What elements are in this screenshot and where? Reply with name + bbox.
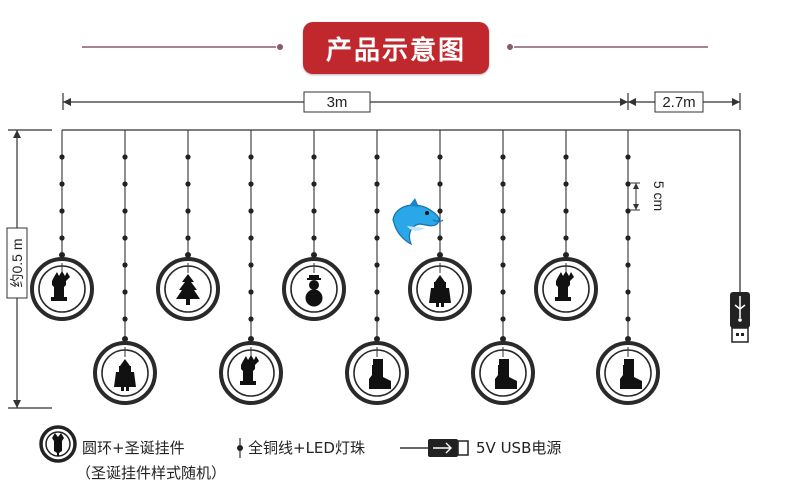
led-bead: [311, 208, 317, 214]
santa-icon: [429, 275, 451, 307]
legend-bead-icon: [237, 438, 243, 458]
led-bead: [122, 235, 128, 241]
pendant-strand: [282, 130, 346, 321]
christmas-boot-icon: [620, 359, 642, 389]
led-bead: [625, 316, 631, 322]
led-bead: [59, 181, 65, 187]
led-bead: [563, 208, 569, 214]
led-bead: [437, 235, 443, 241]
legend-ring-note: （圣诞挂件样式随机）: [76, 464, 227, 482]
led-bead: [500, 316, 506, 322]
led-bead: [248, 208, 254, 214]
led-bead: [374, 316, 380, 322]
lead-label-box: [654, 91, 704, 113]
pendant-strand: [408, 130, 472, 321]
reindeer-icon: [555, 271, 574, 301]
led-bead: [122, 262, 128, 268]
led-bead: [59, 235, 65, 241]
lead-label: 2.7m: [662, 94, 695, 111]
led-bead: [122, 181, 128, 187]
led-bead: [500, 181, 506, 187]
led-bead: [437, 208, 443, 214]
pendant-strand: [93, 130, 157, 405]
led-bead: [59, 208, 65, 214]
pendant-strand: [596, 130, 660, 405]
legend-usb-label: 5V USB电源: [476, 439, 562, 457]
legend-ring-icon: [39, 425, 77, 463]
led-bead: [122, 208, 128, 214]
page-title: 产品示意图: [303, 22, 489, 74]
led-bead: [437, 154, 443, 160]
led-bead: [437, 181, 443, 187]
legend-usb-icon: [400, 439, 469, 457]
led-bead: [122, 316, 128, 322]
legend-bead-label: 全铜线+LED灯珠: [248, 439, 365, 457]
led-bead: [500, 262, 506, 268]
led-bead: [374, 181, 380, 187]
led-bead: [374, 208, 380, 214]
led-bead: [122, 154, 128, 160]
christmas-boot-icon: [495, 359, 517, 389]
reindeer-icon: [240, 355, 259, 385]
led-bead: [311, 181, 317, 187]
led-bead: [374, 154, 380, 160]
led-bead: [248, 235, 254, 241]
title-divider-left-dot: [277, 44, 283, 50]
led-bead: [59, 154, 65, 160]
led-bead: [311, 235, 317, 241]
led-bead: [248, 289, 254, 295]
width-label-box: [303, 91, 371, 113]
christmas-tree-icon: [176, 274, 200, 305]
led-bead: [625, 262, 631, 268]
led-bead: [563, 154, 569, 160]
pendant-strands: [30, 130, 660, 405]
pendant-strand: [471, 130, 535, 405]
led-bead: [185, 181, 191, 187]
led-bead: [248, 181, 254, 187]
height-label: 约0.5 m: [9, 238, 25, 287]
title-divider-right-dot: [507, 44, 513, 50]
led-bead: [374, 289, 380, 295]
led-bead: [185, 208, 191, 214]
led-bead: [625, 289, 631, 295]
pendant-strand: [219, 130, 283, 405]
led-bead: [625, 235, 631, 241]
led-bead: [500, 208, 506, 214]
led-bead: [563, 181, 569, 187]
led-bead: [500, 289, 506, 295]
spacing-dimension: [628, 182, 640, 211]
reindeer-icon: [51, 271, 70, 301]
led-bead: [500, 154, 506, 160]
dolphin-icon: [392, 198, 444, 246]
width-label: 3m: [327, 94, 348, 111]
led-bead: [563, 235, 569, 241]
height-label-box: [6, 227, 28, 299]
pendant-strand: [30, 130, 94, 321]
led-bead: [248, 262, 254, 268]
spacing-label: 5 cm: [651, 181, 667, 211]
snowman-icon: [305, 275, 323, 307]
led-bead: [122, 289, 128, 295]
led-bead: [625, 208, 631, 214]
pendant-strand: [345, 130, 409, 405]
christmas-boot-icon: [369, 359, 391, 389]
led-bead: [625, 181, 631, 187]
led-bead: [625, 154, 631, 160]
pendant-strand: [156, 130, 220, 321]
led-bead: [185, 235, 191, 241]
width-dimension: [62, 93, 741, 110]
pendant-strand: [534, 130, 598, 321]
santa-icon: [114, 359, 136, 391]
led-bead: [248, 154, 254, 160]
usb-plug-icon: [730, 292, 750, 343]
legend-ring-label: 圆环+圣诞挂件: [82, 439, 185, 457]
led-bead: [500, 235, 506, 241]
led-bead: [185, 154, 191, 160]
led-bead: [248, 316, 254, 322]
led-bead: [374, 262, 380, 268]
led-bead: [374, 235, 380, 241]
led-bead: [311, 154, 317, 160]
